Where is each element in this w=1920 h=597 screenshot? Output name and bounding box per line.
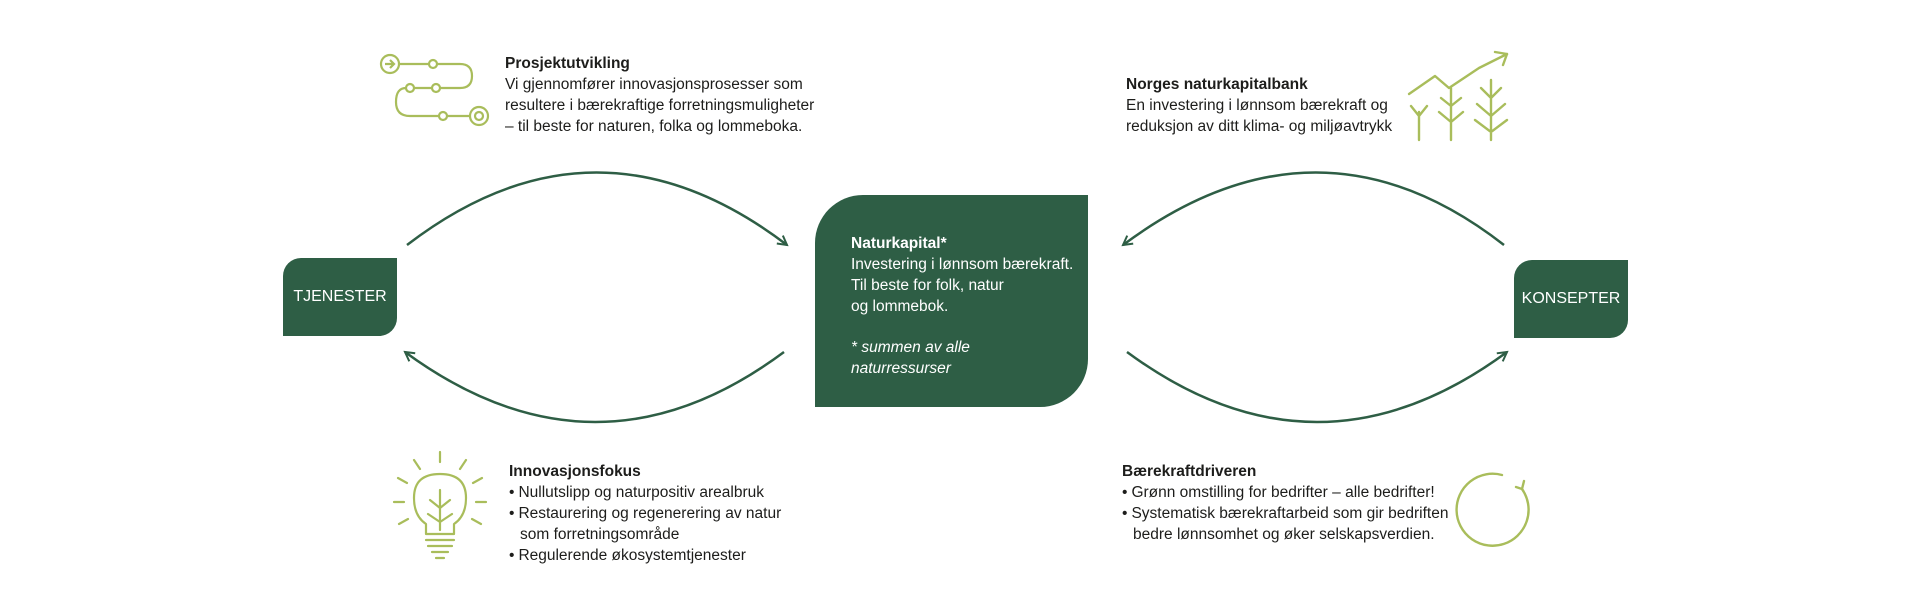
growth-trees-icon [1407,50,1509,142]
baerekraftdriveren-continuation: bedre lønnsomhet og øker selskapsverdien… [1133,526,1435,543]
arrow-top-right [1123,171,1505,246]
prosjektutvikling-block: Prosjektutvikling Vi gjennomfører innova… [505,53,814,137]
naturkapitalbank-line: reduksjon av ditt klima- og miljøavtrykk [1126,118,1393,135]
naturkapital-line: og lommebok. [851,298,949,315]
naturkapital-line: Til beste for folk, natur [851,277,1004,294]
naturkapital-title: Naturkapital* [851,235,947,252]
tjenester-box: TJENESTER [283,258,397,336]
arrow-bottom-left [405,352,785,424]
konsepter-label: KONSEPTER [1521,290,1621,307]
innovasjonsfokus-block: Innovasjonsfokus Nullutslipp og naturpos… [509,461,781,566]
arrow-top-left [406,171,787,246]
baerekraftdriveren-block: Bærekraftdriveren Grønn omstilling for b… [1122,461,1448,545]
lightbulb-plant-icon [392,450,488,560]
konsepter-box: KONSEPTER [1514,260,1628,338]
baerekraftdriveren-bullet: Systematisk bærekraftarbeid som gir bedr… [1122,503,1448,524]
prosjektutvikling-line: – til beste for naturen, folka og lommeb… [505,118,803,135]
prosjektutvikling-line: Vi gjennomfører innovasjonsprosesser som [505,76,803,93]
naturkapital-note: naturressurser [851,360,951,377]
prosjektutvikling-line: resultere i bærekraftige forretningsmuli… [505,97,815,114]
cycle-arrow-icon [1455,472,1530,547]
innovasjonsfokus-title: Innovasjonsfokus [509,463,641,480]
innovasjonsfokus-bullet: Nullutslipp og naturpositiv arealbruk [509,482,781,503]
naturkapitalbank-line: En investering i lønnsom bærekraft og [1126,97,1388,114]
baerekraftdriveren-bullet: Grønn omstilling for bedrifter – alle be… [1122,482,1448,503]
winding-path-icon [379,53,490,127]
baerekraftdriveren-title: Bærekraftdriveren [1122,463,1257,480]
naturkapitalbank-title: Norges naturkapitalbank [1126,76,1308,93]
innovasjonsfokus-bullet: Restaurering og regenerering av natur [509,503,781,524]
naturkapital-box: Naturkapital* Investering i lønnsom bære… [815,195,1088,407]
tjenester-label: TJENESTER [293,288,387,305]
prosjektutvikling-title: Prosjektutvikling [505,55,630,72]
naturkapital-line: Investering i lønnsom bærekraft. [851,256,1074,273]
innovasjonsfokus-continuation: som forretningsområde [520,526,680,543]
naturkapital-note: * summen av alle [851,339,970,356]
innovasjonsfokus-bullet: Regulerende økosystemtjenester [509,545,781,566]
arrow-bottom-right [1126,352,1507,424]
naturkapitalbank-block: Norges naturkapitalbank En investering i… [1126,74,1392,137]
